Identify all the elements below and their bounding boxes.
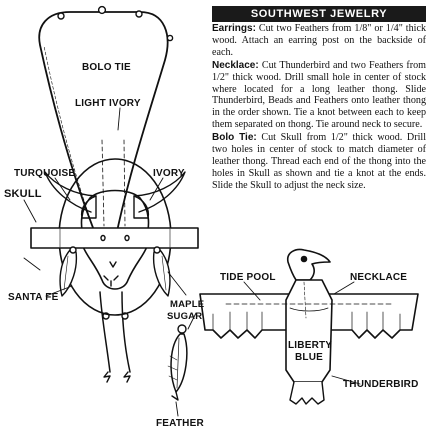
label-maple-sugar-line2: SUGAR xyxy=(167,311,202,322)
label-turquoise: TURQUOISE xyxy=(14,168,75,179)
label-light-ivory: LIGHT IVORY xyxy=(75,98,141,109)
bolo-tie-body: Cut Skull from 1/2" thick wood. Drill tw… xyxy=(212,132,426,191)
page-title: SOUTHWEST JEWELRY xyxy=(212,6,426,22)
earrings-instructions: Earrings: Cut two Feathers from 1/8" or … xyxy=(212,23,426,59)
label-maple-sugar-line1: MAPLE xyxy=(170,299,204,310)
label-liberty-blue-line2: BLUE xyxy=(295,352,323,363)
label-santa-fe: SANTA FE xyxy=(8,292,59,303)
thunderbird-piece xyxy=(199,248,419,405)
label-tide-pool: TIDE POOL xyxy=(220,272,276,283)
feather-piece xyxy=(167,324,188,401)
label-necklace: NECKLACE xyxy=(350,272,407,283)
label-thunderbird: THUNDERBIRD xyxy=(343,379,419,390)
skull-crossbar xyxy=(30,227,199,249)
necklace-instructions: Necklace: Cut Thunderbird and two Feathe… xyxy=(212,60,426,131)
label-liberty-blue-line1: LIBERTY xyxy=(288,340,332,351)
necklace-heading: Necklace: xyxy=(212,59,259,71)
earrings-body: Cut two Feathers from 1/8" or 1/4" thick… xyxy=(212,23,426,58)
earrings-heading: Earrings: xyxy=(212,23,256,34)
bolo-tie-instructions: Bolo Tie: Cut Skull from 1/2" thick wood… xyxy=(212,132,426,192)
label-bolo-tie: BOLO TIE xyxy=(82,62,131,73)
instructions-column: SOUTHWEST JEWELRY Earrings: Cut two Feat… xyxy=(212,6,426,192)
skull-side-feathers xyxy=(59,246,171,297)
label-ivory: IVORY xyxy=(153,168,185,179)
leader-lines-left xyxy=(23,107,197,417)
label-feather: FEATHER xyxy=(156,418,204,429)
bolo-tie-heading: Bolo Tie: xyxy=(212,132,257,144)
label-skull: SKULL xyxy=(4,188,42,200)
necklace-body: Cut Thunderbird and two Feathers from 1/… xyxy=(212,59,426,131)
leader-lines-right xyxy=(243,281,361,385)
bolo-tie-thong xyxy=(38,5,174,383)
